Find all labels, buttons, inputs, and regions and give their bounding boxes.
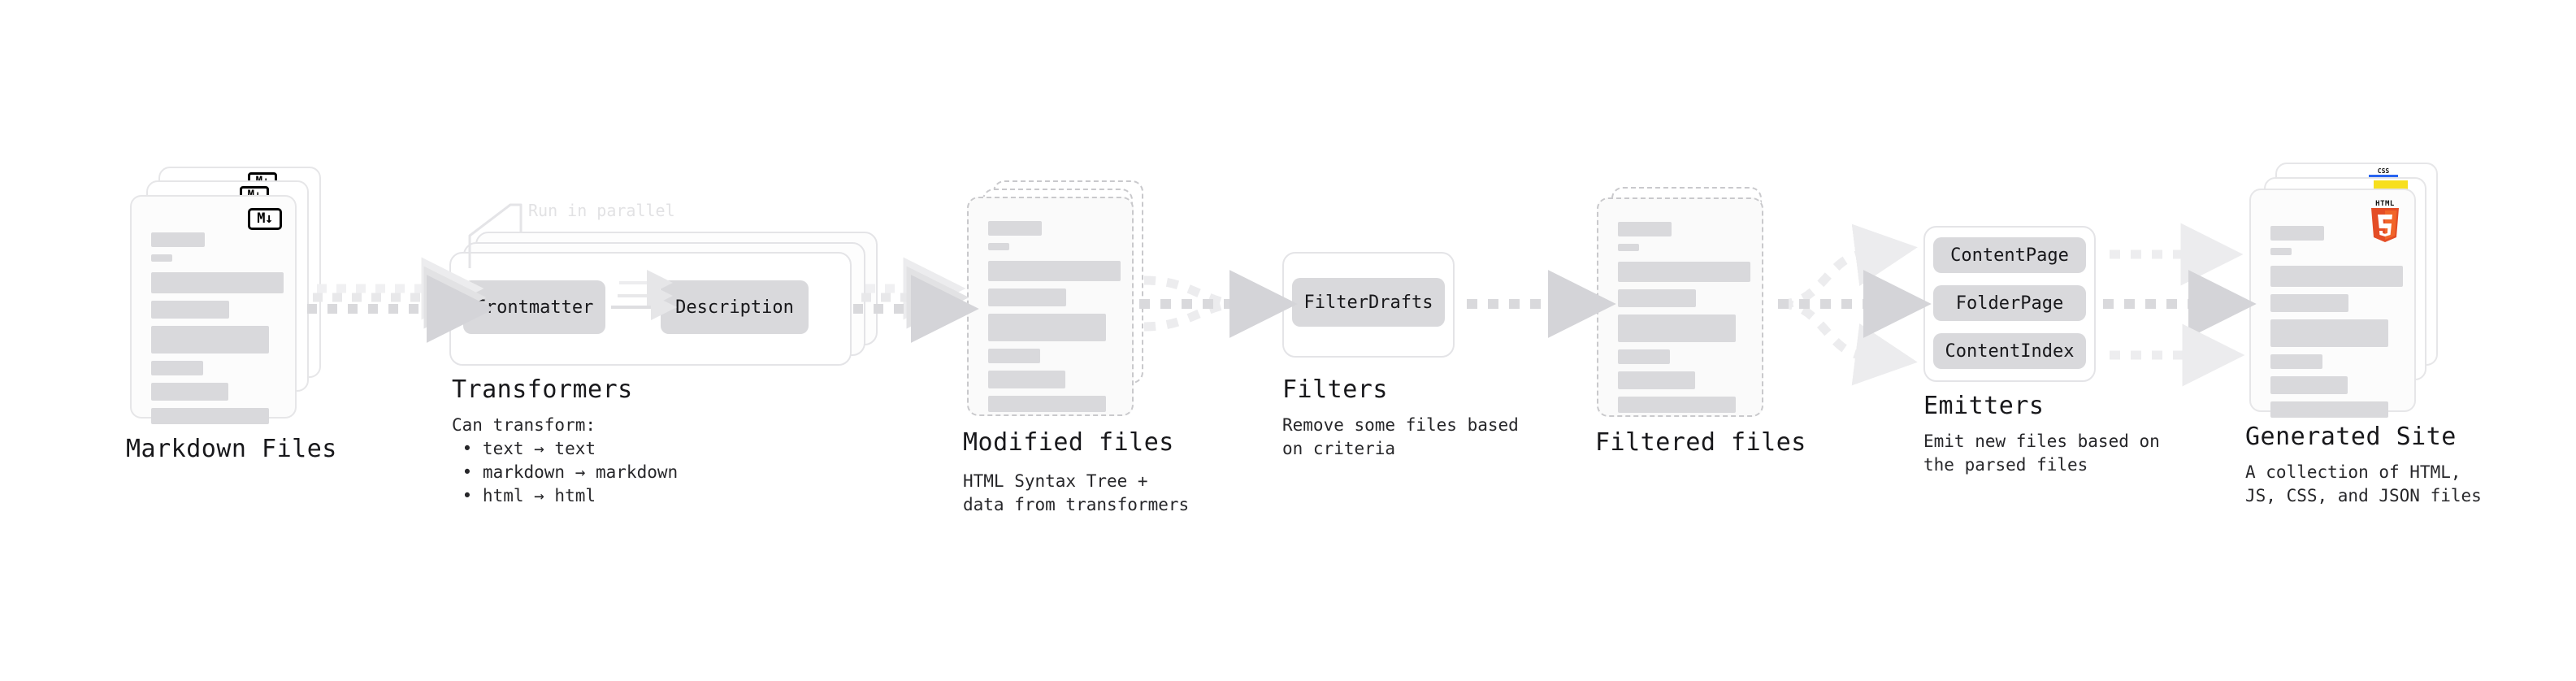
stage-title-generated-site: Generated Site bbox=[2245, 423, 2457, 451]
stage-desc-transformers: Can transform: • text → text • markdown … bbox=[452, 415, 679, 505]
doc-line bbox=[1618, 371, 1695, 389]
css-icon: CSS bbox=[2369, 167, 2398, 182]
doc-line bbox=[988, 349, 1040, 363]
doc-line bbox=[988, 371, 1065, 388]
doc-line bbox=[2270, 401, 2388, 418]
doc-line bbox=[151, 361, 203, 375]
doc-line bbox=[151, 301, 229, 319]
doc-line bbox=[151, 408, 269, 424]
html5-icon: HTML bbox=[2367, 200, 2403, 244]
doc-line bbox=[151, 383, 228, 401]
doc-line bbox=[988, 288, 1066, 306]
stage-desc-filters: Remove some files based on criteria bbox=[1282, 415, 1519, 458]
doc-line bbox=[988, 396, 1106, 412]
generated-doc-front: HTML bbox=[2249, 189, 2416, 418]
doc-line bbox=[2270, 226, 2324, 241]
stage-desc-emitters: Emit new files based on the parsed files bbox=[1923, 432, 2160, 475]
doc-line bbox=[151, 272, 284, 293]
doc-line bbox=[1618, 397, 1736, 413]
doc-line bbox=[2270, 294, 2348, 312]
emitter-chip-contentindex[interactable]: ContentIndex bbox=[1933, 333, 2086, 369]
stage-title-filters: Filters bbox=[1282, 375, 1388, 404]
filtered-doc-front bbox=[1597, 197, 1763, 417]
doc-line bbox=[2270, 248, 2292, 255]
doc-line bbox=[1618, 244, 1639, 251]
doc-line bbox=[988, 221, 1042, 236]
doc-line bbox=[2270, 354, 2322, 369]
stage-title-markdown-files: Markdown Files bbox=[126, 435, 337, 463]
arrow-markdown-to-transformers bbox=[307, 257, 495, 343]
markdown-icon: M↓ bbox=[248, 208, 282, 230]
doc-line bbox=[988, 314, 1106, 341]
run-in-parallel-note: Run in parallel bbox=[528, 201, 675, 220]
doc-line bbox=[1618, 349, 1670, 364]
arrow-filtered-to-emitters bbox=[1778, 223, 1932, 386]
doc-line bbox=[988, 243, 1009, 250]
html5-shield-icon bbox=[2371, 208, 2399, 242]
doc-line bbox=[1618, 289, 1696, 307]
doc-line bbox=[2270, 319, 2388, 347]
doc-line bbox=[1618, 222, 1672, 236]
modified-doc-front bbox=[967, 197, 1134, 416]
emitter-chip-folderpage[interactable]: FolderPage bbox=[1933, 285, 2086, 321]
stage-desc-generated-site: A collection of HTML, JS, CSS, and JSON … bbox=[2245, 462, 2482, 505]
stage-desc-modified-files: HTML Syntax Tree + data from transformer… bbox=[963, 471, 1190, 514]
stage-title-filtered-files: Filtered files bbox=[1595, 428, 1806, 457]
emitter-chip-contentpage[interactable]: ContentPage bbox=[1933, 237, 2086, 273]
stage-title-modified-files: Modified files bbox=[963, 428, 1174, 457]
doc-line bbox=[2270, 266, 2403, 287]
doc-line bbox=[2270, 376, 2348, 394]
stage-title-emitters: Emitters bbox=[1923, 392, 2045, 420]
doc-line bbox=[151, 232, 205, 247]
transformer-chip-frontmatter[interactable]: Frontmatter bbox=[463, 280, 605, 334]
doc-line bbox=[1618, 262, 1750, 282]
arrow-modified-to-filters bbox=[1139, 270, 1298, 338]
doc-line bbox=[988, 261, 1121, 281]
arrow-emitters-to-generated bbox=[2103, 223, 2257, 387]
markdown-doc-front: M↓ bbox=[130, 195, 297, 424]
doc-line bbox=[151, 326, 269, 354]
transformer-chip-description[interactable]: Description bbox=[661, 280, 809, 334]
filter-chip-filterdrafts[interactable]: FilterDrafts bbox=[1292, 278, 1445, 327]
doc-line bbox=[1618, 314, 1736, 342]
doc-line bbox=[151, 254, 172, 262]
stage-title-transformers: Transformers bbox=[452, 375, 633, 404]
